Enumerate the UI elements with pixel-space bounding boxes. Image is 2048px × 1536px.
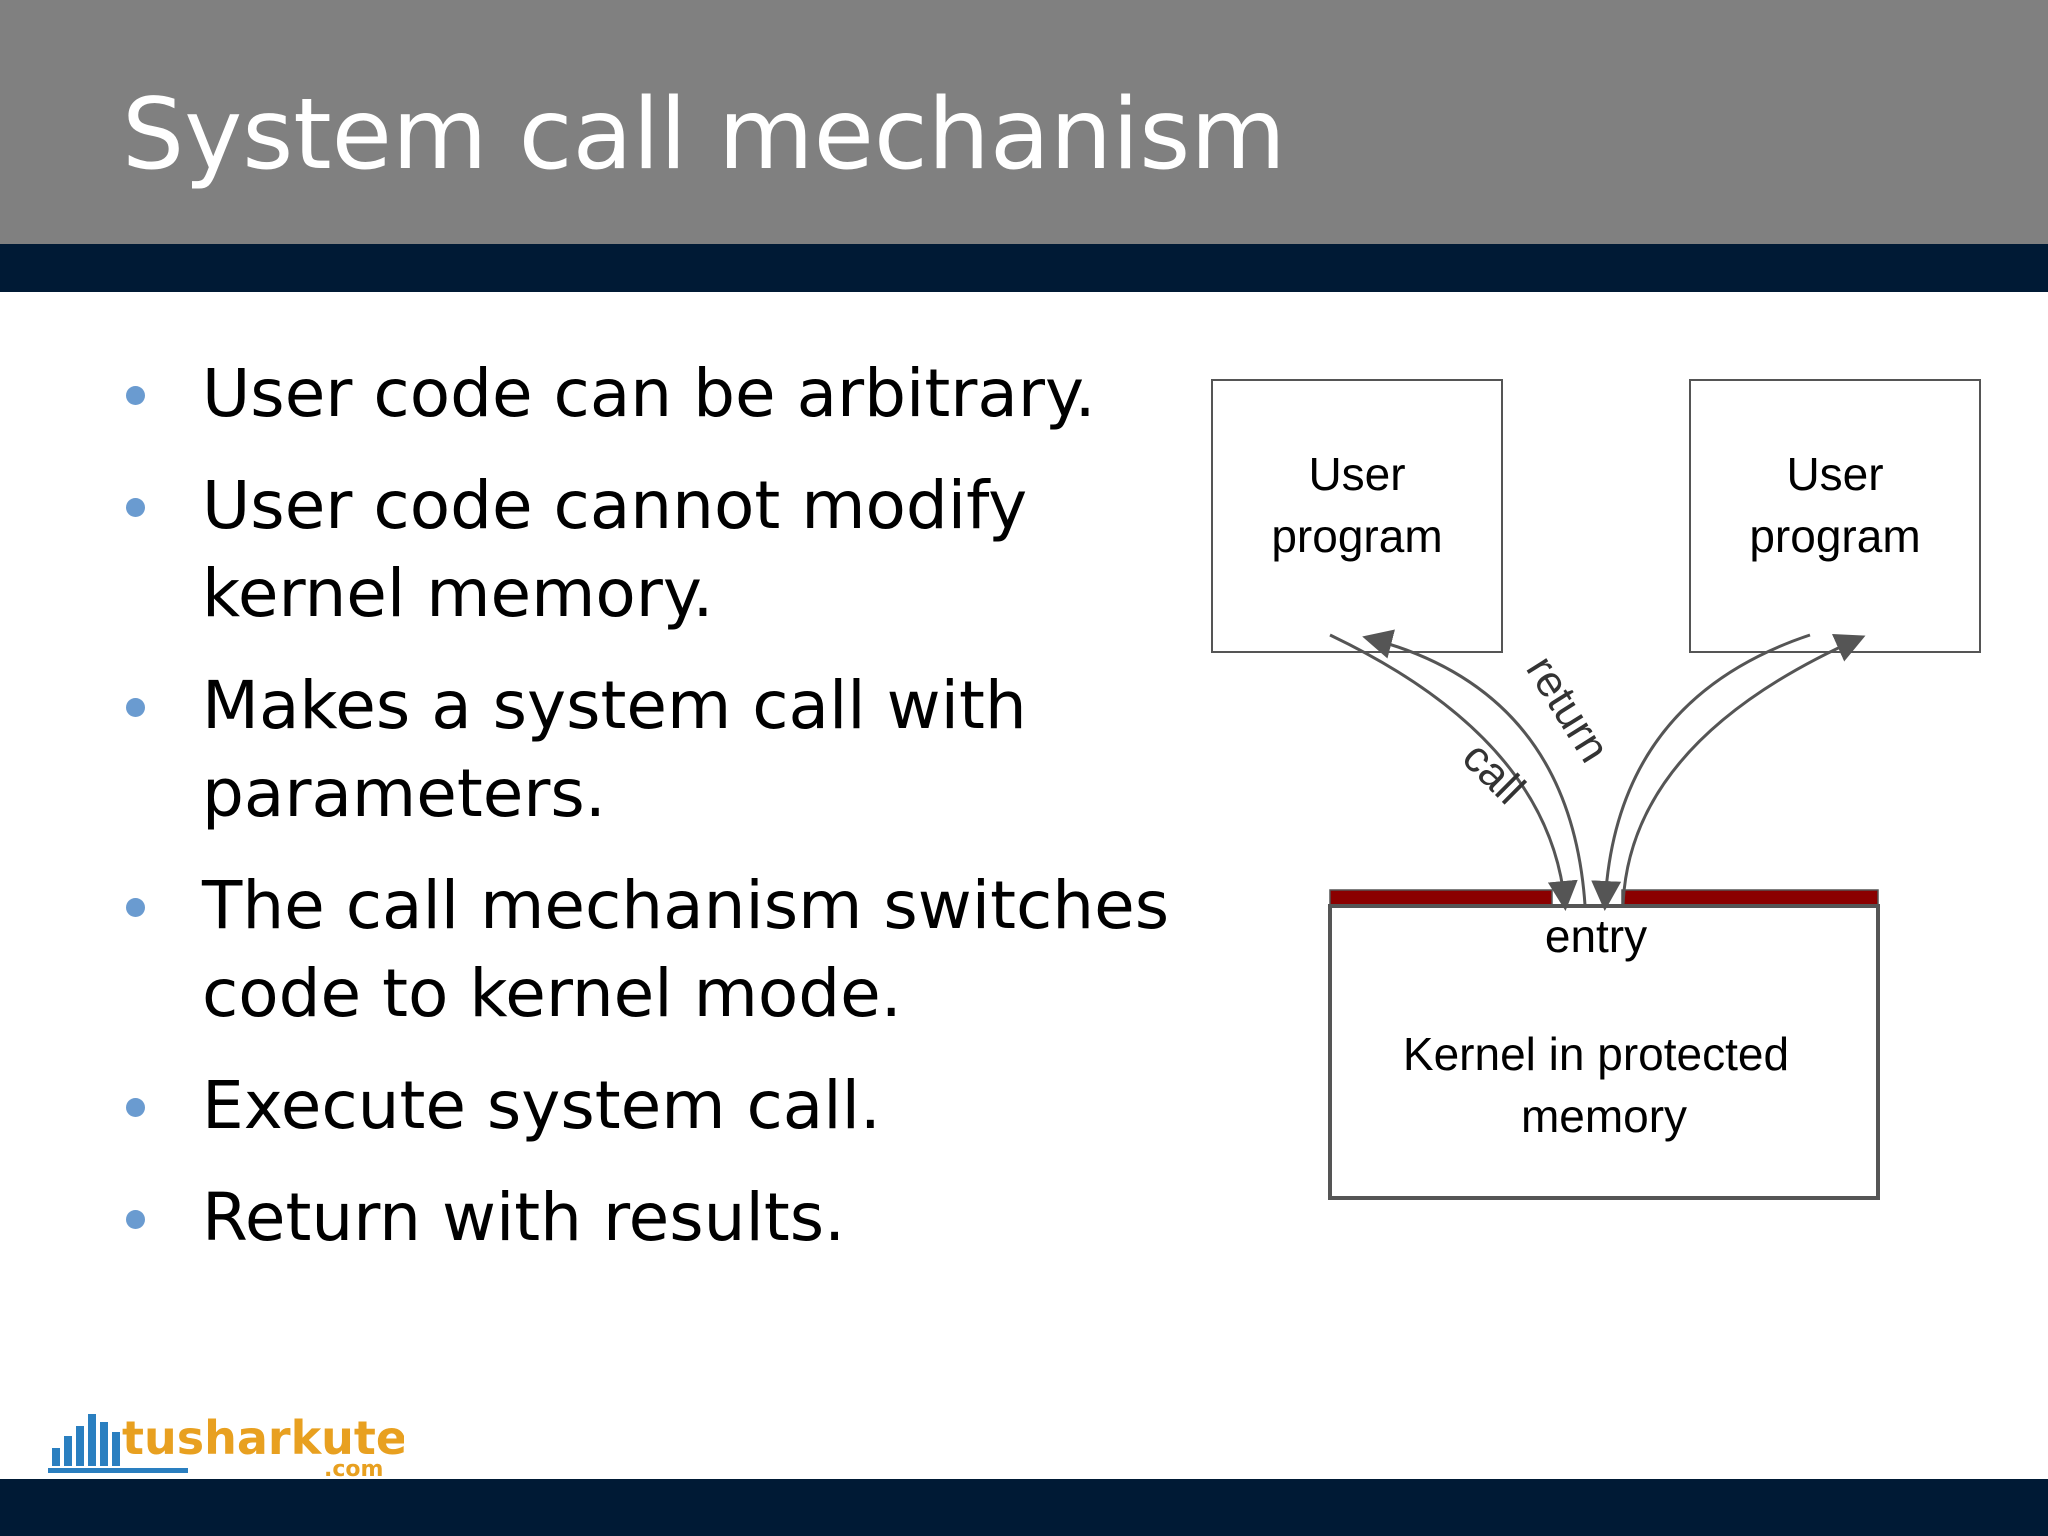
user-program-right-line2: program (1749, 510, 1920, 562)
bullet-dot-icon (126, 898, 145, 917)
bullet-text: Return with results. (202, 1179, 846, 1256)
bullet-item: The call mechanism switches code to kern… (118, 862, 1198, 1038)
bullet-text: User code cannot modify kernel memory. (202, 467, 1028, 632)
bullet-list: User code can be arbitrary. User code ca… (118, 350, 1198, 1286)
barrier-left (1329, 889, 1553, 907)
bullet-item: User code can be arbitrary. (118, 350, 1198, 438)
slide-title: System call mechanism (122, 78, 1286, 192)
bullet-text: User code can be arbitrary. (202, 355, 1096, 432)
return-arrow-right (1621, 634, 1866, 906)
kernel-line2: memory (1521, 1090, 1687, 1142)
system-call-diagram: User program User program entry Kernel i… (1211, 379, 1981, 1200)
entry-label: entry (1545, 910, 1647, 962)
bullet-item: User code cannot modify kernel memory. (118, 462, 1198, 638)
title-bar: System call mechanism (0, 0, 2048, 244)
bullet-dot-icon (126, 386, 145, 405)
title-stripe (0, 244, 2048, 292)
logo-name: tusharkute (122, 1411, 404, 1465)
bullet-text: Execute system call. (202, 1067, 881, 1144)
user-program-right-box (1689, 379, 1981, 653)
call-label: call (1453, 732, 1534, 813)
bullet-dot-icon (126, 698, 145, 717)
bullet-item: Execute system call. (118, 1062, 1198, 1150)
return-arrow-left (1362, 629, 1587, 906)
call-arrow (1329, 633, 1578, 911)
books-icon (48, 1414, 188, 1473)
user-program-left-box (1211, 379, 1503, 653)
return-label: return (1517, 647, 1619, 770)
logo-suffix: .com (324, 1457, 383, 1478)
user-program-left-line1: User (1308, 448, 1405, 500)
kernel-line1: Kernel in protected (1403, 1028, 1789, 1080)
bullet-item: Return with results. (118, 1174, 1198, 1262)
bullet-text: The call mechanism switches code to kern… (202, 867, 1170, 1032)
bullet-item: Makes a system call with parameters. (118, 662, 1198, 838)
call-arrow-right (1591, 633, 1811, 911)
bullet-dot-icon (126, 498, 145, 517)
user-program-right-line1: User (1786, 448, 1883, 500)
tusharkute-logo: tusharkute .com (48, 1411, 404, 1478)
bullet-dot-icon (126, 1098, 145, 1117)
barrier-right (1621, 889, 1879, 907)
bullet-text: Makes a system call with parameters. (202, 667, 1027, 832)
user-program-left-line2: program (1271, 510, 1442, 562)
bullet-dot-icon (126, 1210, 145, 1229)
bottom-stripe (0, 1479, 2048, 1536)
